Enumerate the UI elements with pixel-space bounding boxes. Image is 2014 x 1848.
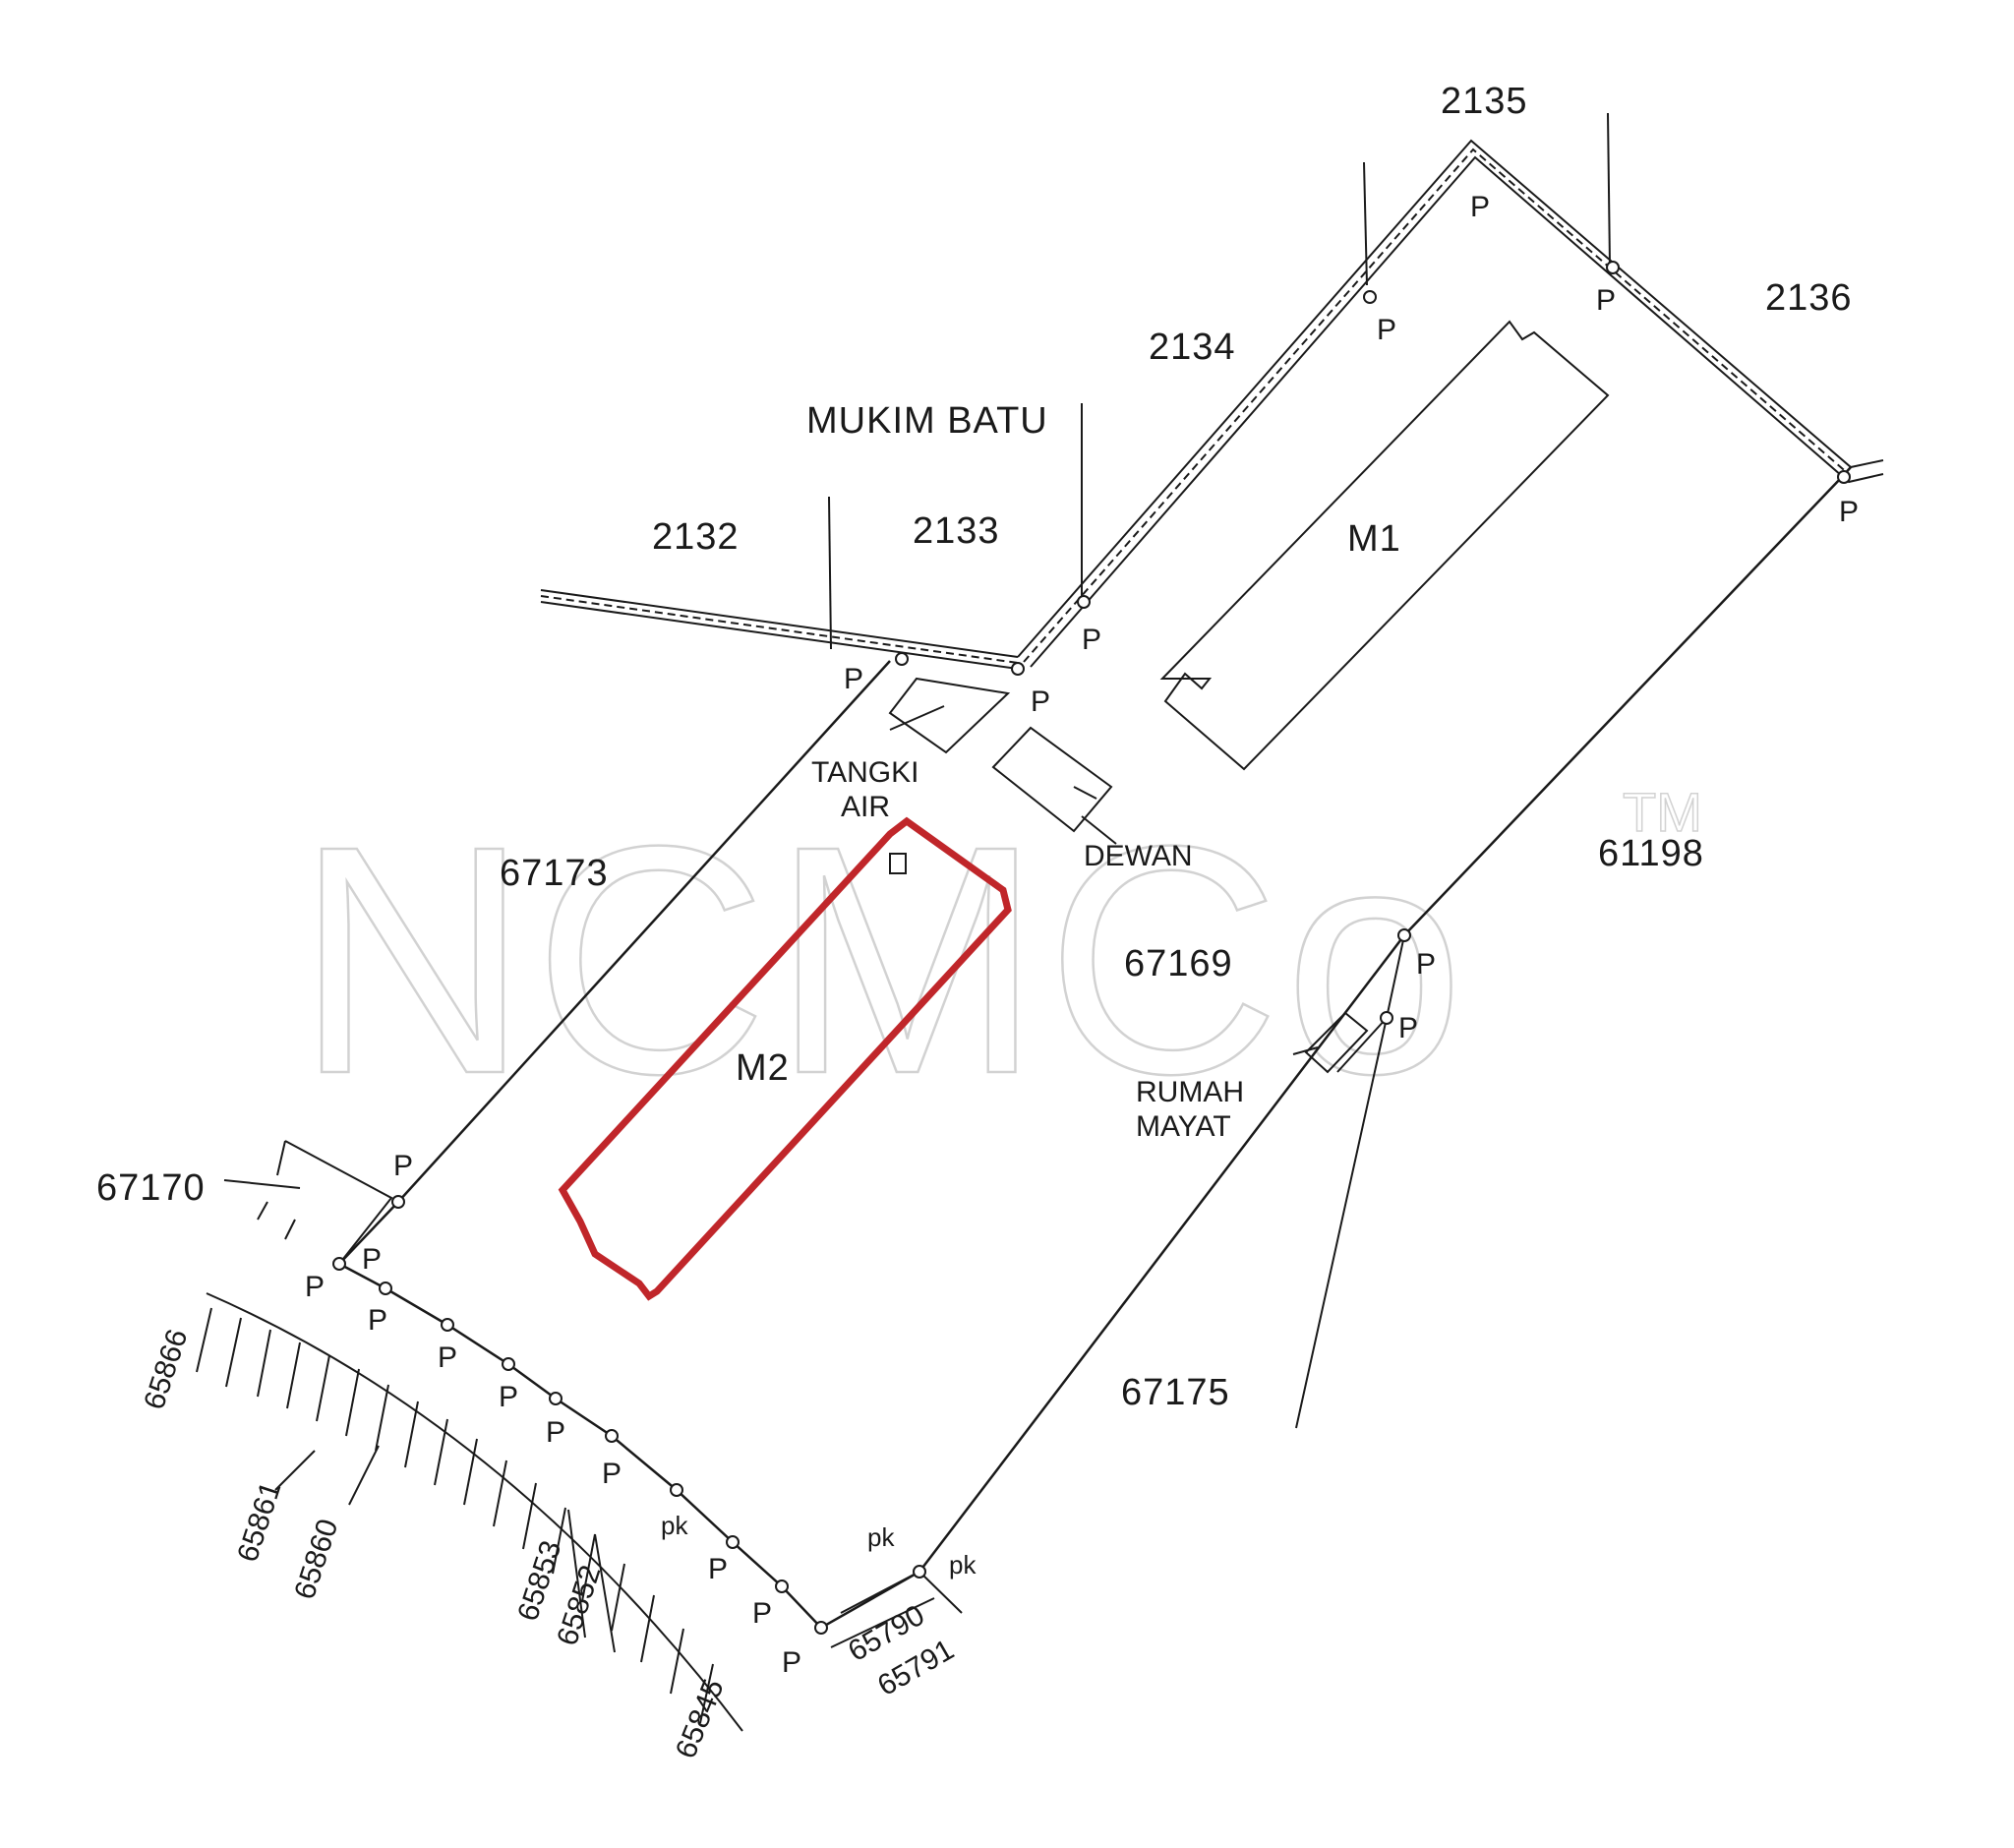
lot-label-65860: 65860 <box>288 1516 344 1604</box>
survey-pegs <box>332 261 1851 1635</box>
road-north <box>1017 139 1884 668</box>
lot-67170-enclosure <box>257 1140 393 1265</box>
building-rumah-mayat <box>1304 1011 1369 1074</box>
lot-67170-leader <box>223 1179 301 1189</box>
svg-text:P: P <box>752 1597 772 1630</box>
rumah-mayat-leader <box>1292 1046 1319 1055</box>
svg-text:pk: pk <box>949 1550 977 1580</box>
svg-text:P: P <box>546 1416 565 1449</box>
lot-label-65845: 65845 <box>670 1675 731 1763</box>
svg-text:P: P <box>368 1304 387 1337</box>
line-2135-2136 <box>1607 112 1611 267</box>
lot-label-2136: 2136 <box>1765 277 1853 319</box>
lot-label-61198: 61198 <box>1598 833 1704 874</box>
svg-text:P: P <box>1031 686 1050 718</box>
lot-label-67169: 67169 <box>1124 943 1233 984</box>
svg-text:pk: pk <box>867 1522 895 1552</box>
building-dewan <box>991 726 1113 833</box>
line-2132-2133 <box>828 496 832 650</box>
svg-text:P: P <box>844 663 863 695</box>
road-curve-south <box>196 1292 743 1732</box>
lot-label-2132: 2132 <box>652 516 740 558</box>
peg-labels: P P P P P P P P P P P P P P P P P P P P … <box>305 191 1859 1679</box>
svg-text:P: P <box>1377 314 1396 346</box>
watermark-tm: TM <box>1623 781 1702 843</box>
svg-text:P: P <box>1596 284 1616 317</box>
lot-label-2135: 2135 <box>1441 81 1528 122</box>
svg-text:P: P <box>1470 191 1490 223</box>
svg-text:P: P <box>393 1150 413 1182</box>
line-2134-2135 <box>1363 161 1368 286</box>
lot-label-67175: 67175 <box>1121 1372 1230 1413</box>
lot-label-65866: 65866 <box>138 1326 194 1414</box>
svg-text:P: P <box>1839 496 1859 528</box>
building-label-m1: M1 <box>1347 518 1401 560</box>
building-label-tangki: TANGKI <box>811 756 918 789</box>
building-tangki-air <box>888 677 1011 754</box>
tangki-air-leader <box>889 705 945 731</box>
building-label-mayat: MAYAT <box>1136 1110 1231 1143</box>
building-m2-marker <box>889 853 907 874</box>
lot-label-2133: 2133 <box>913 510 1000 552</box>
svg-text:P: P <box>602 1458 622 1490</box>
building-m2-highlight <box>558 816 1012 1301</box>
svg-text:P: P <box>1398 1012 1418 1044</box>
road-west <box>540 589 1019 670</box>
dewan-leader <box>1073 786 1117 845</box>
svg-text:P: P <box>305 1271 325 1303</box>
svg-text:P: P <box>708 1553 728 1585</box>
building-m1 <box>1159 320 1610 771</box>
lot-boundary <box>336 466 1852 1630</box>
svg-text:P: P <box>1082 624 1101 656</box>
line-67169-67175 <box>1336 1017 1388 1073</box>
svg-text:P: P <box>362 1243 382 1276</box>
building-label-m2: M2 <box>736 1047 790 1089</box>
lot-label-2134: 2134 <box>1149 327 1236 368</box>
lot-label-67170: 67170 <box>96 1167 206 1209</box>
watermark: NCMCo <box>295 778 1468 1141</box>
building-label-air: AIR <box>841 791 890 823</box>
district-label: MUKIM BATU <box>806 400 1048 442</box>
svg-text:P: P <box>438 1341 457 1374</box>
lot-label-65852: 65852 <box>551 1562 607 1650</box>
building-label-dewan: DEWAN <box>1084 840 1193 872</box>
svg-text:pk: pk <box>661 1511 688 1540</box>
lot-label-67173: 67173 <box>500 853 609 894</box>
svg-text:P: P <box>1416 948 1436 981</box>
lot-label-65861: 65861 <box>231 1478 287 1567</box>
svg-text:P: P <box>499 1381 518 1413</box>
svg-text:P: P <box>782 1646 801 1679</box>
building-label-rumah: RUMAH <box>1136 1076 1244 1108</box>
